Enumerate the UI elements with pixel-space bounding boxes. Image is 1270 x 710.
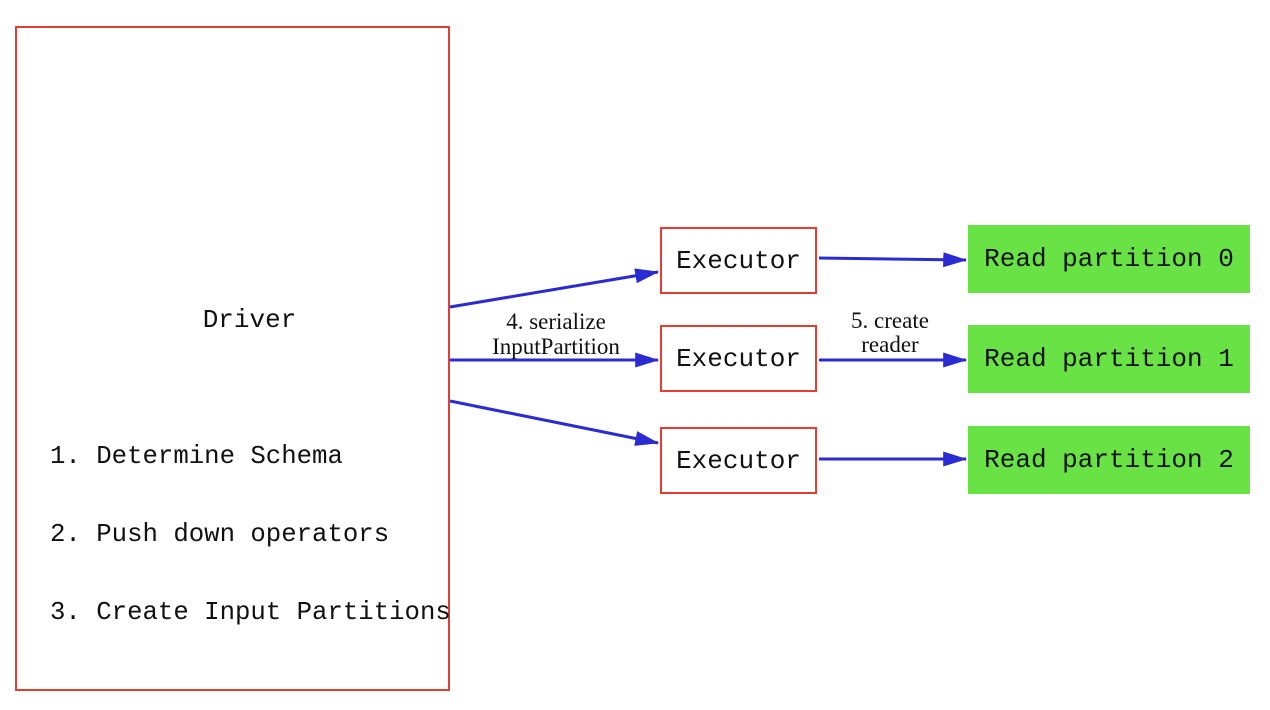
edge-label-line: InputPartition [492,334,620,359]
driver-title: Driver [202,305,297,335]
partition-label: Read partition 2 [984,445,1234,475]
executor-box-1: Executor [660,325,817,392]
edge-label-line: reader [861,332,919,357]
driver-box: Driver 1. Determine Schema 2. Push down … [15,26,451,691]
driver-step: 1. Determine Schema [50,442,343,471]
executor-label: Executor [676,245,801,276]
partition-label: Read partition 1 [984,344,1234,374]
driver-step: 2. Push down operators [50,520,390,549]
driver-steps: 1. Determine Schema 2. Push down operato… [50,392,451,678]
edge-label-serialize-input-partition: 4. serialize InputPartition [450,309,662,359]
edge-label-line: 5. create [851,308,929,333]
read-partition-box-0: Read partition 0 [968,225,1250,293]
driver-step: 3. Create Input Partitions [50,598,451,627]
arrow-driver-to-executor-0 [449,268,660,309]
executor-label: Executor [676,445,801,476]
arrow-driver-to-executor-2 [449,399,660,446]
edge-label-create-reader: 5. create reader [812,309,968,357]
edge-label-line: 4. serialize [506,309,606,334]
executor-box-0: Executor [660,227,817,294]
arrow-executor-0-to-partition-0 [818,252,968,268]
read-partition-box-2: Read partition 2 [968,426,1250,494]
executor-box-2: Executor [660,427,817,494]
executor-label: Executor [676,343,801,374]
partition-label: Read partition 0 [984,244,1234,274]
read-partition-box-1: Read partition 1 [968,325,1250,393]
